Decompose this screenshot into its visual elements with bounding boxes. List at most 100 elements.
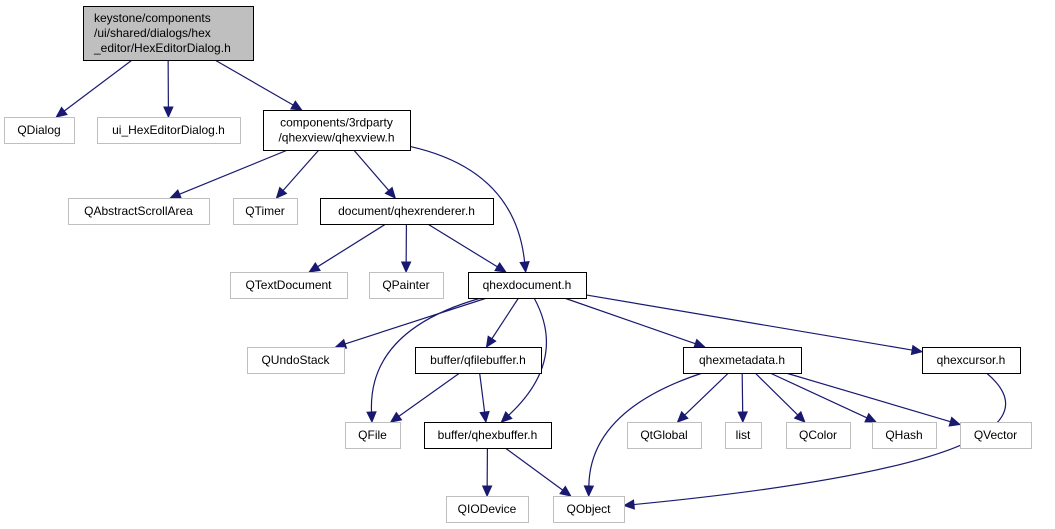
edge-line xyxy=(504,447,564,491)
edge-qhexview-to-qhexrenderer xyxy=(353,149,397,199)
node-qpainter[interactable]: QPainter xyxy=(369,272,444,299)
edge-qhexmetadata-to-list xyxy=(737,372,748,424)
arrowhead xyxy=(676,410,689,423)
node-qfile[interactable]: QFile xyxy=(345,422,401,449)
edge-line xyxy=(585,294,913,351)
edge-line xyxy=(769,372,868,419)
node-box xyxy=(415,347,542,374)
edge-qhexmetadata-to-qobject xyxy=(583,372,703,498)
arrowhead xyxy=(948,416,962,427)
node-qhash[interactable]: QHash xyxy=(872,422,937,449)
edge-qhexview-to-qhexdocument xyxy=(409,145,530,274)
node-label: QObject xyxy=(566,502,611,516)
arrowhead xyxy=(308,261,321,273)
node-label: QTimer xyxy=(245,204,285,218)
edge-root-to-ui_hex xyxy=(163,59,174,119)
arrowhead xyxy=(864,412,878,423)
edge-line xyxy=(344,297,488,345)
node-qhexview[interactable]: components/3rdparty/qhexview/qhexview.h xyxy=(263,110,411,151)
node-label: QFile xyxy=(358,428,387,442)
arrowhead xyxy=(559,485,572,497)
node-label: ui_HexEditorDialog.h xyxy=(112,123,225,137)
edge-qhexmetadata-to-qtglobal xyxy=(676,372,729,423)
arrowhead xyxy=(494,262,507,273)
edge-qhexdocument-to-qfilebuffer xyxy=(485,297,520,349)
arrowhead xyxy=(910,344,924,356)
node-label: list xyxy=(736,428,751,442)
node-box xyxy=(553,496,625,523)
node-qhexcursor[interactable]: qhexcursor.h xyxy=(922,347,1021,374)
arrowhead xyxy=(55,106,68,118)
node-box xyxy=(725,422,762,449)
node-qfilebuffer[interactable]: buffer/qfilebuffer.h xyxy=(415,347,542,374)
edge-layer xyxy=(55,59,1007,510)
node-label: /qhexview/qhexview.h xyxy=(278,131,394,145)
node-box xyxy=(320,198,494,225)
node-qhexbuffer[interactable]: buffer/qhexbuffer.h xyxy=(424,422,552,449)
node-box xyxy=(369,272,444,299)
node-qundostack[interactable]: QUndoStack xyxy=(247,347,345,374)
node-qhexdocument[interactable]: qhexdocument.h xyxy=(468,272,587,299)
arrowhead xyxy=(583,485,595,498)
edge-line xyxy=(479,372,486,413)
edge-line xyxy=(370,297,482,413)
node-qabstractscrollarea[interactable]: QAbstractScrollArea xyxy=(68,198,210,225)
node-qtglobal[interactable]: QtGlobal xyxy=(627,422,702,449)
node-qcolor[interactable]: QColor xyxy=(786,422,851,449)
arrowhead xyxy=(793,410,806,423)
edge-qhexrenderer-to-qhexdocument xyxy=(427,223,507,273)
node-qobject[interactable]: QObject xyxy=(553,496,625,523)
node-root[interactable]: keystone/components/ui/shared/dialogs/he… xyxy=(83,6,254,61)
node-qdialog[interactable]: QDialog xyxy=(4,117,75,144)
edge-qfilebuffer-to-qhexbuffer xyxy=(479,372,490,424)
arrowhead xyxy=(275,186,288,199)
node-label: QIODevice xyxy=(458,502,517,516)
node-label: QTextDocument xyxy=(245,278,332,292)
node-qhexrenderer[interactable]: document/qhexrenderer.h xyxy=(320,198,494,225)
edge-qhexdocument-to-qhexcursor xyxy=(585,294,924,356)
arrowhead xyxy=(169,189,182,199)
node-box xyxy=(683,347,802,374)
edge-line xyxy=(754,372,799,416)
node-label: buffer/qfilebuffer.h xyxy=(430,353,526,367)
node-label: QtGlobal xyxy=(640,428,687,442)
node-qvector[interactable]: QVector xyxy=(960,422,1032,449)
arrowhead xyxy=(400,261,412,274)
node-qtextdocument[interactable]: QTextDocument xyxy=(230,272,348,299)
node-box xyxy=(872,422,937,449)
node-qiodevice[interactable]: QIODevice xyxy=(446,496,529,523)
node-box xyxy=(83,6,254,61)
node-label: QAbstractScrollArea xyxy=(84,204,193,218)
node-box xyxy=(446,496,529,523)
edge-line xyxy=(508,297,547,416)
arrowhead xyxy=(479,410,490,424)
node-box xyxy=(960,422,1032,449)
edge-qhexmetadata-to-qcolor xyxy=(754,372,806,423)
node-qtimer[interactable]: QTimer xyxy=(233,198,298,225)
node-label: _editor/HexEditorDialog.h xyxy=(93,41,231,55)
node-label: components/3rdparty xyxy=(280,116,393,130)
edge-qhexview-to-qtimer xyxy=(275,149,320,199)
node-label: QPainter xyxy=(382,278,429,292)
node-label: QHash xyxy=(885,428,922,442)
node-box xyxy=(97,117,241,144)
edge-line xyxy=(398,372,461,417)
node-box xyxy=(263,110,411,151)
node-box xyxy=(424,422,552,449)
arrowhead xyxy=(519,261,530,274)
node-box xyxy=(627,422,702,449)
node-list[interactable]: list xyxy=(725,422,762,449)
edge-qhexmetadata-to-qvector xyxy=(785,372,962,427)
node-box xyxy=(468,272,587,299)
edge-qhexdocument-to-qfile xyxy=(366,297,482,424)
edge-line xyxy=(353,149,390,191)
arrowhead xyxy=(163,106,174,119)
edge-line xyxy=(214,59,294,106)
node-ui_hex[interactable]: ui_HexEditorDialog.h xyxy=(97,117,241,144)
edge-qhexdocument-to-qhexmetadata xyxy=(564,297,706,349)
edge-line xyxy=(179,149,288,195)
arrowhead xyxy=(389,411,403,423)
node-box xyxy=(786,422,851,449)
node-qhexmetadata[interactable]: qhexmetadata.h xyxy=(683,347,802,374)
